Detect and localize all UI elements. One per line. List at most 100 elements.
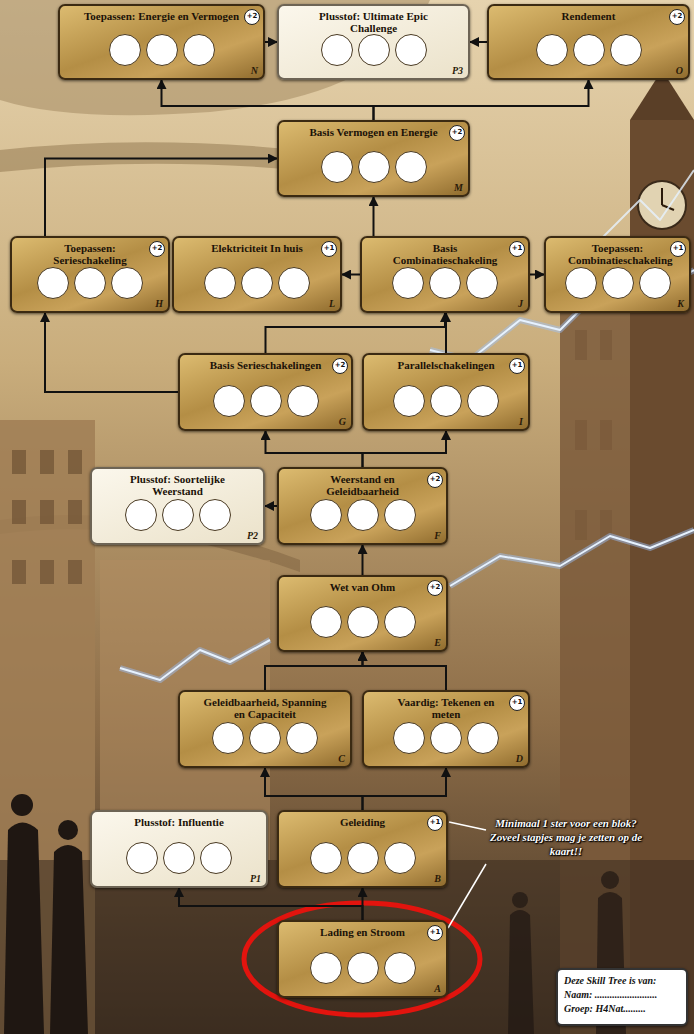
progress-circle — [384, 499, 416, 531]
prerequisite-arrow — [470, 41, 487, 43]
star-badge: +1 — [509, 358, 525, 374]
person-head — [512, 892, 528, 908]
prerequisite-arrow — [265, 41, 277, 43]
progress-circle — [321, 34, 353, 66]
prerequisite-arrow — [162, 80, 374, 120]
progress-circle — [321, 151, 353, 183]
name-card: Deze Skill Tree is van:Naam: ...........… — [556, 968, 688, 1026]
progress-circle — [347, 842, 379, 874]
progress-circles — [536, 34, 642, 66]
owner-field: Naam: ......................... — [564, 988, 657, 1002]
progress-circles — [393, 722, 499, 754]
block-title: Vaardig: Tekenen en meten — [364, 692, 528, 720]
progress-circle — [347, 499, 379, 531]
block-title: Parallelschakelingen — [364, 355, 528, 383]
star-badge: +1 — [321, 241, 337, 257]
progress-circle — [310, 842, 342, 874]
progress-circle — [125, 499, 157, 531]
progress-circles — [213, 385, 319, 417]
block-title: Basis Combinatieschakeling — [362, 238, 528, 266]
progress-circle — [565, 267, 597, 299]
block-letter: O — [676, 65, 683, 77]
skill-block: Lading en Stroom+1A — [277, 920, 448, 998]
block-title: Plusstof: Influentie — [92, 812, 266, 840]
progress-circle — [287, 385, 319, 417]
skill-block: Toepassen: Combinatieschakeling+1K — [544, 236, 691, 313]
window — [12, 500, 26, 524]
skill-block: Geleidbaarheid, Spanning en CapaciteitC — [178, 690, 352, 768]
progress-circle — [74, 267, 106, 299]
skill-block: Elektriciteit In huis+1L — [172, 236, 342, 313]
window — [40, 450, 54, 474]
skill-block: Basis Serieschakelingen+2G — [178, 353, 353, 431]
bonus-block: Plusstof: InfluentieP1 — [90, 810, 268, 888]
star-badge: +1 — [427, 925, 443, 941]
progress-circles — [321, 151, 427, 183]
block-letter: A — [434, 983, 441, 995]
progress-circle — [37, 267, 69, 299]
progress-circle — [384, 952, 416, 984]
person-head — [601, 871, 619, 889]
lightning-bolt — [120, 640, 270, 680]
star-badge: +2 — [149, 241, 165, 257]
progress-circle — [347, 952, 379, 984]
skill-block: Basis Combinatieschakeling+1J — [360, 236, 530, 313]
progress-circle — [393, 722, 425, 754]
progress-circle — [162, 499, 194, 531]
progress-circle — [392, 267, 424, 299]
star-badge: +2 — [427, 580, 443, 596]
skill-block: Toepassen: Energie en Vermogen+2N — [58, 4, 265, 80]
prerequisite-arrow — [45, 313, 178, 392]
progress-circle — [393, 385, 425, 417]
progress-circles — [126, 842, 232, 874]
progress-circle — [536, 34, 568, 66]
progress-circles — [310, 842, 416, 874]
window — [40, 560, 54, 584]
progress-circles — [109, 34, 215, 66]
progress-circles — [321, 34, 427, 66]
progress-circle — [249, 722, 281, 754]
progress-circle — [467, 385, 499, 417]
progress-circle — [639, 267, 671, 299]
skill-block: Basis Vermogen en Energie+2M — [277, 120, 470, 197]
block-title: Geleidbaarheid, Spanning en Capaciteit — [180, 692, 350, 720]
progress-circle — [126, 842, 158, 874]
window — [68, 560, 82, 584]
lightning-glow — [450, 530, 694, 586]
block-letter: K — [677, 298, 684, 310]
progress-circle — [395, 151, 427, 183]
progress-circle — [466, 267, 498, 299]
progress-circles — [392, 267, 498, 299]
prerequisite-arrow — [342, 274, 360, 276]
progress-circle — [429, 267, 461, 299]
person-body — [508, 910, 534, 1034]
progress-circle — [602, 267, 634, 299]
progress-circle — [347, 606, 379, 638]
prerequisite-arrow — [266, 313, 446, 353]
block-title: Toepassen: Energie en Vermogen — [60, 6, 263, 34]
block-title: Toepassen: Combinatieschakeling — [546, 238, 689, 266]
skill-block: Parallelschakelingen+1I — [362, 353, 530, 431]
prerequisite-arrow — [363, 652, 447, 690]
block-title: Geleiding — [279, 812, 446, 840]
progress-circle — [358, 151, 390, 183]
block-letter: F — [434, 530, 441, 542]
block-title: Toepassen: Serieschakeling — [12, 238, 168, 266]
progress-circle — [241, 267, 273, 299]
prerequisite-arrow — [373, 197, 375, 236]
callout-note: Minimaal 1 ster voor een blok? Zoveel st… — [488, 816, 644, 858]
block-title: Basis Serieschakelingen — [180, 355, 351, 383]
progress-circles — [393, 385, 499, 417]
prerequisite-arrow — [265, 652, 363, 690]
leader-line — [448, 864, 486, 928]
block-title: Elektriciteit In huis — [174, 238, 340, 266]
bonus-block: Plusstof: Soortelijke WeerstandP2 — [90, 467, 265, 545]
block-title: Lading en Stroom — [279, 922, 446, 950]
progress-circle — [430, 385, 462, 417]
prerequisite-arrow — [265, 768, 363, 810]
progress-circles — [212, 722, 318, 754]
star-badge: +1 — [509, 241, 525, 257]
window — [68, 450, 82, 474]
progress-circles — [204, 267, 310, 299]
